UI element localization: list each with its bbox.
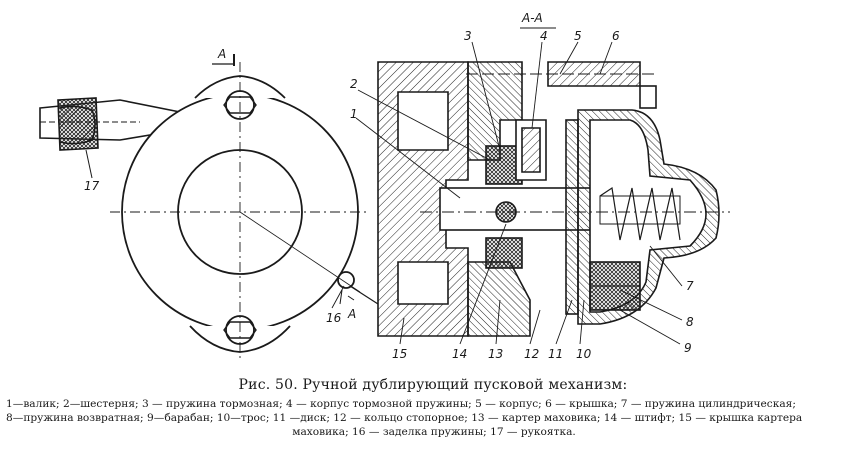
callout-13: 13 <box>488 347 503 361</box>
legend-line-2: 8—пружина возвратная; 9—барабан; 10—трос… <box>6 412 803 424</box>
handle-view <box>39 97 181 179</box>
callout-17: 17 <box>84 179 100 193</box>
cut-marker-bottom: А <box>347 307 356 321</box>
callout-9: 9 <box>684 341 692 355</box>
callout-12: 12 <box>524 347 539 361</box>
callout-16: 16 <box>326 311 342 325</box>
cover-view <box>110 54 379 360</box>
callout-11: 11 <box>548 347 563 361</box>
callout-6: 6 <box>612 29 620 43</box>
section-view <box>377 61 730 337</box>
legend-line-1: 1—валик; 2—шестерня; 3 — пружина тормозн… <box>6 398 796 410</box>
leader-lines <box>331 41 683 345</box>
callout-3: 3 <box>464 29 472 43</box>
legend-line-3: маховика; 16 — заделка пружины; 17 — рук… <box>292 426 576 438</box>
callout-8: 8 <box>686 315 694 329</box>
mechanism-drawing: А-А А А 3 4 5 6 2 1 7 8 9 10 11 12 13 14… <box>39 11 730 361</box>
callout-4: 4 <box>540 29 548 43</box>
figure-title: Рис. 50. Ручной дублирующий пусковой мех… <box>238 377 628 393</box>
callout-10: 10 <box>576 347 592 361</box>
callout-14: 14 <box>452 347 467 361</box>
figure-legend: 1—валик; 2—шестерня; 3 — пружина тормозн… <box>6 397 862 439</box>
callout-15: 15 <box>392 347 407 361</box>
cut-marker-top: А <box>217 47 226 61</box>
callout-1: 1 <box>350 107 358 121</box>
callout-7: 7 <box>686 279 694 293</box>
section-label: А-А <box>521 11 543 25</box>
callout-2: 2 <box>350 77 358 91</box>
callout-5: 5 <box>574 29 582 43</box>
